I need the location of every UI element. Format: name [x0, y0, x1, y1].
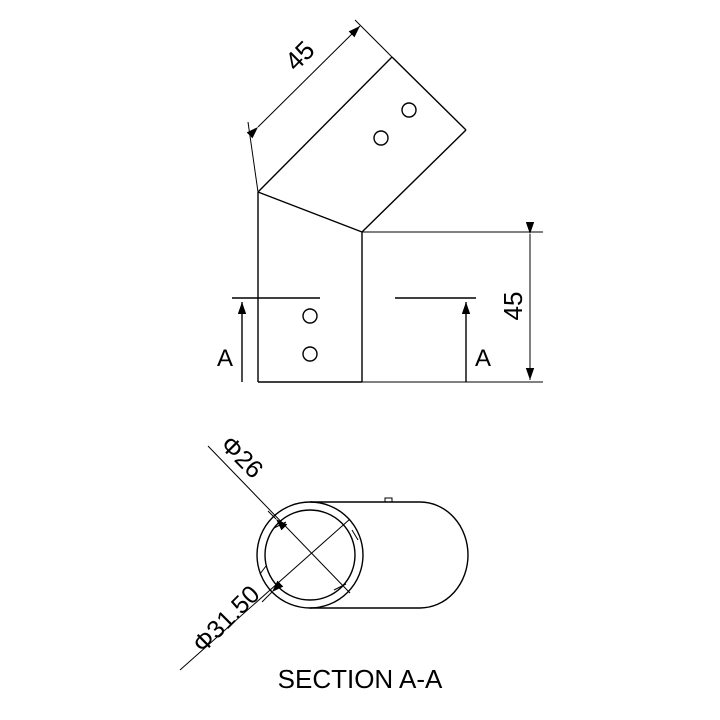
- top-dim-line: [246, 25, 361, 139]
- section-marker-left: A: [217, 345, 233, 372]
- hatch-4: [351, 529, 359, 541]
- top-dimension: 45: [246, 19, 393, 193]
- angled-leg-end-edge: [391, 56, 467, 131]
- inner-dia-arrow: [267, 510, 288, 531]
- inner-circle: [264, 509, 356, 601]
- tube-body-outline: [310, 501, 469, 609]
- section-cut-line: A A: [217, 297, 491, 382]
- inner-diameter-label: Φ26: [215, 431, 269, 485]
- tube-slot-mark: [384, 497, 393, 502]
- joint-seam: [257, 191, 363, 233]
- hatch-2: [333, 583, 347, 591]
- hole-angled-1: [401, 102, 417, 118]
- outer-circle: [256, 501, 364, 609]
- top-dim-ext-left: [247, 121, 259, 193]
- right-dim-label: 45: [498, 292, 528, 321]
- outer-dia-leader: [179, 518, 351, 671]
- hole-angled-2: [373, 130, 389, 146]
- section-marker-right: A: [475, 345, 491, 372]
- section-title: SECTION A-A: [278, 664, 443, 694]
- right-dimension: 45: [362, 222, 543, 383]
- hatch-3: [259, 565, 267, 575]
- hole-vertical-2: [302, 346, 318, 362]
- elbow-part: [257, 56, 467, 383]
- outer-diameter-label: Φ31.50: [187, 580, 265, 658]
- section-view: Φ26 Φ31.50: [179, 431, 469, 671]
- outer-dia-arrow: [261, 580, 284, 603]
- top-dim-ext-right: [354, 19, 393, 58]
- inner-dia-leader: [207, 445, 351, 594]
- top-dim-label: 45: [279, 35, 321, 77]
- angled-leg-lower-edge: [361, 129, 467, 233]
- angled-leg-upper-edge: [257, 56, 393, 193]
- hole-vertical-1: [302, 308, 318, 324]
